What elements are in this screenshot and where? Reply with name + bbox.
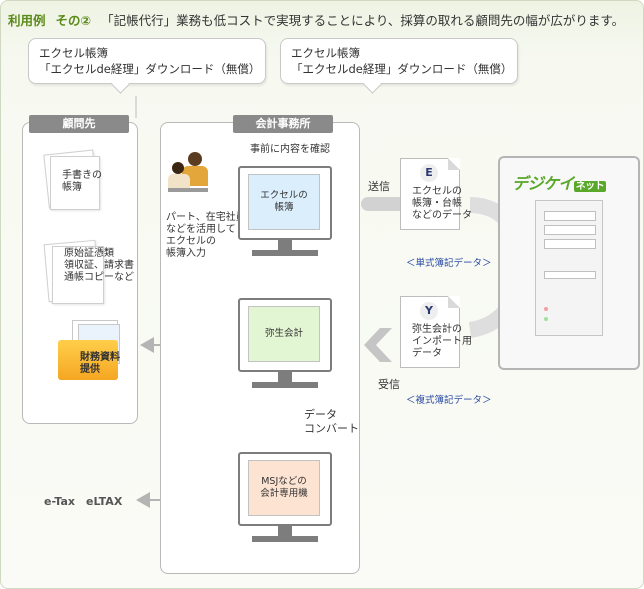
yayoi-badge-icon: Y: [420, 302, 438, 320]
excel-screen: エクセルの 帳簿: [248, 174, 320, 230]
usage-tag: 利用例: [8, 13, 46, 28]
staff-note: パート、在宅社員 などを活用して エクセルの 帳簿入力: [166, 212, 246, 259]
client-item-ledger: 手書きの 帳簿: [62, 170, 102, 193]
excel-data-text: エクセルの 帳簿・台帳 などのデータ: [412, 186, 472, 221]
excel-badge-icon: E: [420, 164, 438, 182]
yayoi-data-text: 弥生会計の インポート用 データ: [412, 324, 472, 359]
single-entry-caption: ＜単式簿記データ＞: [406, 258, 492, 269]
usage-number: その②: [55, 13, 92, 28]
convert-label: データ コンバート: [304, 408, 359, 435]
send-label: 送信: [368, 180, 390, 193]
monitor-msj: MSJなどの 会計専用機: [238, 452, 332, 550]
client-panel-title: 顧問先: [29, 115, 129, 133]
bubble-line2: 「エクセルde経理」ダウンロード（無償）: [39, 62, 261, 76]
confirm-note: 事前に内容を確認: [250, 144, 330, 155]
bubble-download-right: エクセル帳簿 「エクセルde経理」ダウンロード（無償）: [280, 38, 518, 94]
folder-icon: [54, 320, 124, 382]
bubble-download-left: エクセル帳簿 「エクセルde経理」ダウンロード（無償）: [28, 38, 266, 94]
brand-logo: デジケイネット: [512, 174, 607, 193]
msj-screen: MSJなどの 会計専用機: [248, 460, 320, 516]
server-computer-icon: デジケイネット: [498, 156, 640, 370]
bubble-line1: エクセル帳簿: [291, 46, 360, 60]
handwritten-ledger-icon: [40, 148, 102, 210]
yayoi-data-doc: Y: [400, 296, 460, 368]
excel-data-doc: E: [400, 158, 460, 230]
yayoi-screen: 弥生会計: [248, 306, 320, 362]
monitor-yayoi: 弥生会計: [238, 298, 332, 396]
server-tower: [535, 200, 603, 336]
receive-label: 受信: [378, 378, 400, 391]
header-text: 「記帳代行」業務も低コストで実現することにより、採算の取れる顧問先の幅が広がりま…: [101, 13, 625, 28]
etax-eltax-label: e-Tax eLTAX: [44, 495, 123, 508]
client-item-receipts: 原始証憑類 領収証、請求書 通帳コピーなど: [64, 248, 134, 283]
bubble-line2: 「エクセルde経理」ダウンロード（無償）: [291, 62, 513, 76]
double-entry-caption: ＜複式簿記データ＞: [406, 395, 492, 406]
bubble-line1: エクセル帳簿: [39, 46, 108, 60]
client-item-financials: 財務資料 提供: [80, 352, 120, 375]
header: 利用例その② 「記帳代行」業務も低コストで実現することにより、採算の取れる顧問先の…: [8, 10, 624, 29]
office-panel-title: 会計事務所: [233, 115, 333, 133]
receipts-icon: [40, 238, 104, 304]
monitor-excel: エクセルの 帳簿: [238, 166, 332, 264]
staff-illustration: [168, 148, 220, 204]
